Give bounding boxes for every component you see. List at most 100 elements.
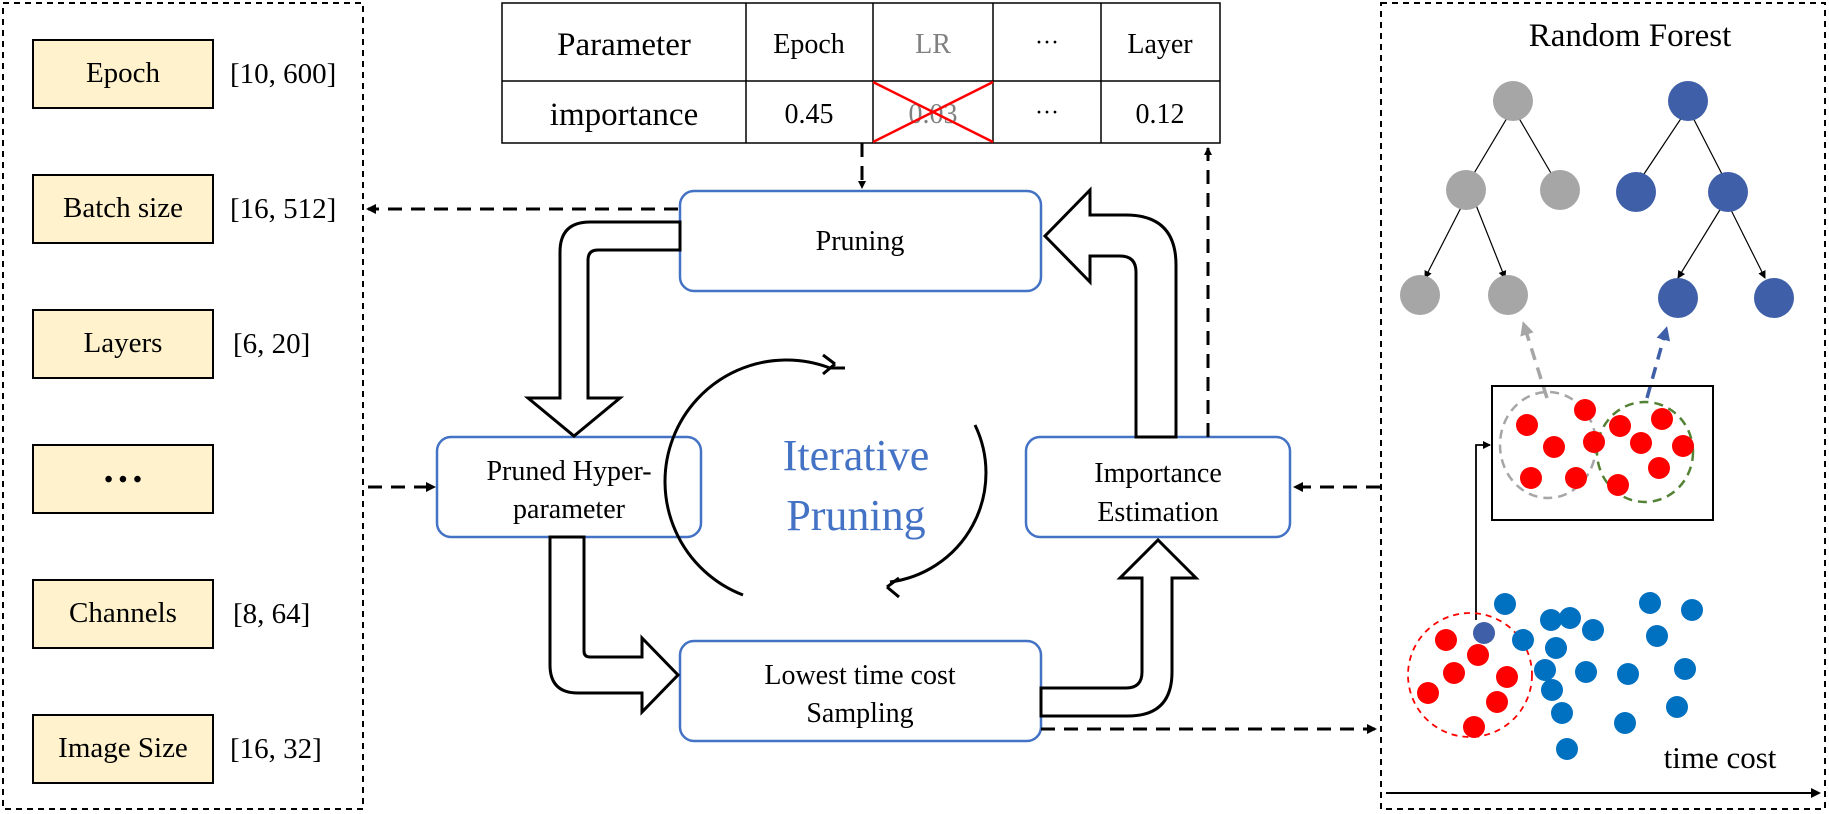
tree-node [1540,170,1580,210]
hyperparameter-box [32,309,214,379]
sample-dot [1559,607,1581,629]
arrow-cluster-to-blue-tree [1645,326,1671,399]
sample-dot [1543,436,1565,458]
hyperparameter-item: Channels [8, 64] [32,579,310,649]
arrow-sampling-to-importance [1039,537,1200,718]
cycle-arrowhead [822,353,836,376]
tree-node [1616,172,1656,212]
loop-arrows [523,186,1200,718]
sample-dot [1651,408,1673,430]
iterative-cycle: Iterative Pruning [663,353,988,599]
time-cost-axis-label: time cost [1664,740,1777,775]
table-importance-value: 0.12 [1136,99,1185,130]
lowest-cost-cluster [1407,612,1533,738]
cycle-arc-top [663,358,831,597]
cycle-arrowhead [886,576,900,599]
sample-dot [1556,738,1578,760]
hyperparameter-ellipsis: • • • [104,467,141,493]
sample-dot [1443,662,1465,684]
hyperparameter-name: Batch size [63,192,183,224]
tree-node [1493,81,1533,121]
tree-gray [1400,81,1580,315]
pruning-label: Pruning [816,226,905,257]
arrow-cluster-to-gray-tree [1520,321,1549,399]
hyperparameter-panel [2,2,364,810]
hyperparameter-box [32,579,214,649]
importance-estimation-box: Importance Estimation [1024,435,1292,539]
hyperparameter-name: Channels [69,597,177,629]
hyperparameter-name: Layers [84,327,163,359]
sample-dot [1494,593,1516,615]
sampling-label-line2: Sampling [806,698,913,729]
pruning-box: Pruning [678,189,1043,293]
hyperparameter-name: Epoch [86,57,161,89]
importance-table: Parameter importance Epoch LR ··· Layer … [501,2,1221,144]
hyperparameter-item: Epoch [10, 600] [32,39,336,109]
sample-dot [1681,599,1703,621]
tree-node [1488,275,1528,315]
tree-node [1400,275,1440,315]
sample-dot [1463,716,1485,738]
arrow-importance-to-pruning [1042,186,1178,439]
iterative-pruning-title-line2: Pruning [786,491,925,540]
sample-dot [1473,622,1495,644]
sample-dot [1516,414,1538,436]
sample-dot [1672,435,1694,457]
sample-dot [1540,609,1562,631]
tree-node [1668,81,1708,121]
pruned-hyperparameter-box: Pruned Hyper- parameter [435,435,703,539]
hyperparameter-item: Layers [6, 20] [32,309,310,379]
sample-dot [1574,399,1596,421]
tree-node [1658,278,1698,318]
sample-dot [1534,659,1556,681]
iterative-pruning-title-line1: Iterative [783,431,930,480]
hyperparameter-box [32,444,214,514]
sample-dot [1617,663,1639,685]
sample-dot [1496,666,1518,688]
arrow-pruning-to-pruned-hyperparameter [523,220,682,438]
sample-dot [1541,679,1563,701]
table-column-name: ··· [1035,30,1059,56]
table-column-name: Layer [1127,29,1193,60]
hyperparameter-range: [6, 20] [233,328,310,360]
table-header-label: Parameter [557,27,691,63]
tree-blue [1616,81,1794,318]
time-cost-scatter: time cost [1386,592,1821,798]
sampling-box: Lowest time cost Sampling [678,639,1043,743]
table-importance-value: 0.45 [785,99,834,130]
table-column-name: Epoch [773,29,845,60]
hyperparameter-box [32,39,214,109]
hyperparameter-range: [16, 32] [230,733,322,765]
sample-dot [1467,644,1489,666]
pruned-hyperparameter-label-line1: Pruned Hyper- [486,456,651,487]
hyperparameter-box [32,714,214,784]
tree-node [1754,278,1794,318]
hyperparameter-item: Image Size [16, 32] [32,714,322,784]
sample-dot [1639,592,1661,614]
tree-node [1708,172,1748,212]
sample-dot [1545,637,1567,659]
hyperparameter-range: [16, 512] [230,193,336,225]
sample-dot [1614,712,1636,734]
cycle-arc-bottom [889,424,988,584]
sample-dot [1582,619,1604,641]
hyperparameter-box [32,174,214,244]
hyperparameter-item: Batch size [16, 512] [32,174,336,244]
sample-dot [1417,682,1439,704]
pruned-hyperparameter-label-line2: parameter [513,494,626,525]
tree-node [1446,170,1486,210]
hyperparameter-list: Epoch [10, 600] Batch size [16, 512] Lay… [32,39,336,784]
sample-dot [1435,629,1457,651]
table-column-name-pruned: LR [915,29,951,60]
hyperparameter-range: [8, 64] [233,598,310,630]
sample-dot [1609,415,1631,437]
random-forest-panel [1380,2,1826,810]
table-importance-value: ··· [1035,100,1059,126]
dashed-connectors [366,143,1380,734]
arrow-pruned-hyperparameter-to-sampling [548,535,681,716]
sample-dot [1674,658,1696,680]
sample-dot [1648,457,1670,479]
importance-estimation-label-line1: Importance [1094,458,1222,489]
sample-dot [1583,431,1605,453]
